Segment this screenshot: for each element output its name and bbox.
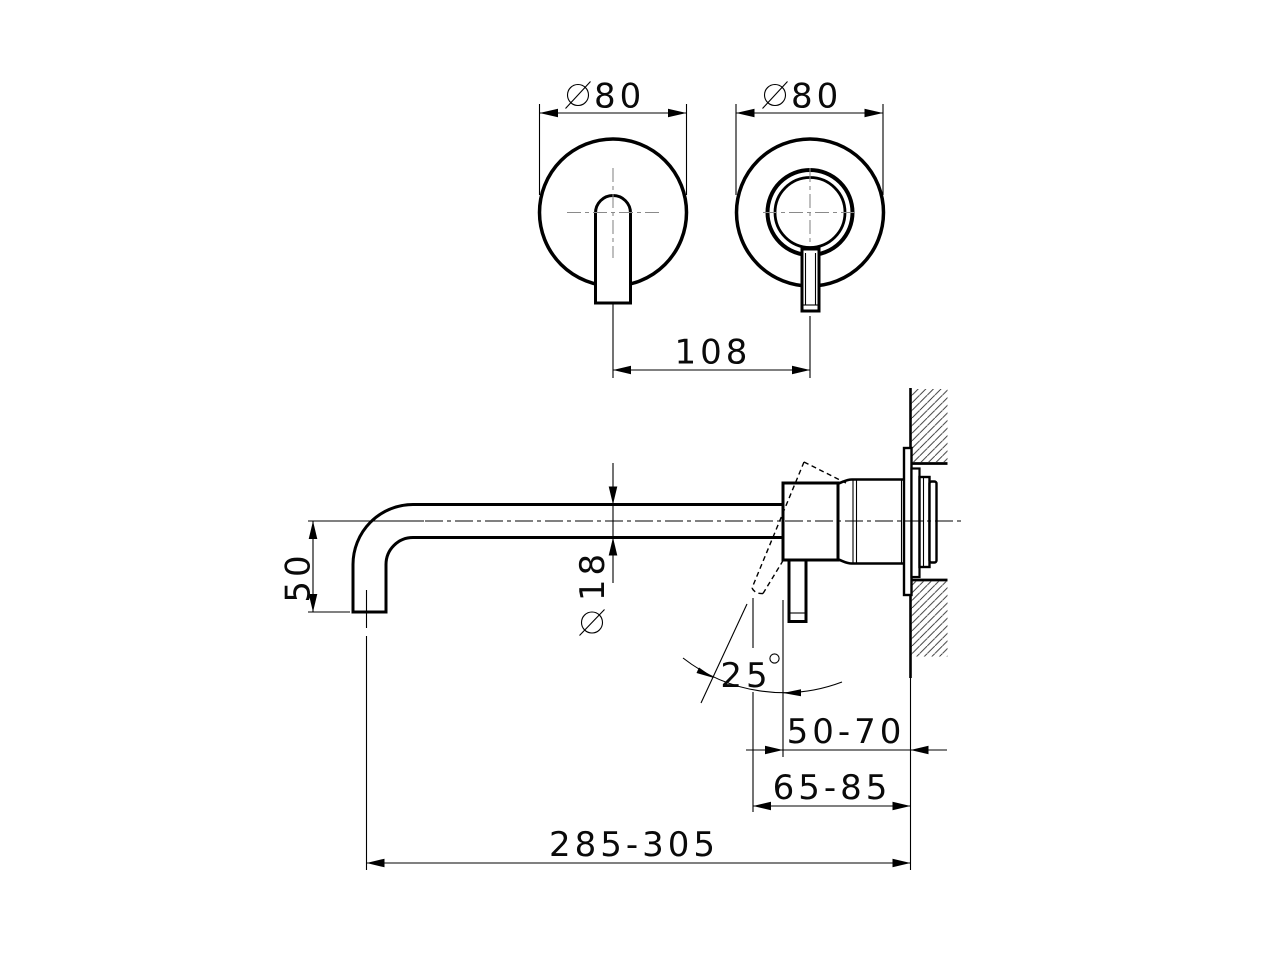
handle-lever-front: [800, 247, 821, 313]
arrowhead-bottom: [308, 594, 318, 612]
degree-symbol-icon: [769, 653, 780, 664]
arrowhead-right: [668, 108, 687, 118]
diameter-symbol-slash: [565, 81, 591, 109]
dimension-label: 50-70: [787, 712, 906, 752]
arrowhead-left: [753, 801, 771, 811]
arrowhead-right: [892, 801, 911, 811]
dimension-label: 25: [720, 656, 771, 696]
dimension-spout-drop: 50: [279, 520, 424, 613]
dimension-center-distance: 108: [613, 333, 810, 375]
spout-bend-inner-arc: [384, 536, 414, 565]
dimension-tube-diameter: 18: [573, 463, 618, 636]
arrowhead-bottom: [608, 537, 618, 556]
dimension-handle-angle: 25: [682, 600, 843, 757]
side-view-wall: [909, 388, 948, 870]
arrowhead-left: [736, 108, 755, 118]
front-view-spout-plate: [537, 137, 689, 378]
arrowhead-left: [765, 745, 783, 755]
phantom-left-edge: [751, 461, 805, 589]
dimension-reach: 285-305: [365, 590, 911, 870]
dimension-plate-right-diameter: 80: [735, 77, 884, 195]
inwall-body-end: [928, 480, 938, 564]
diameter-symbol-icon: [566, 83, 590, 107]
arrowhead-left: [539, 108, 558, 118]
phantom-right-edge: [762, 558, 785, 594]
dimension-label: 285-305: [549, 825, 719, 865]
arrowhead-right: [864, 108, 883, 118]
inwall-body: [918, 475, 931, 569]
arrowhead-right: [792, 365, 810, 375]
phantom-end-cap: [751, 587, 764, 595]
arrowhead-top: [608, 486, 618, 505]
dimension-label: 18: [573, 550, 613, 601]
arrowhead-left: [613, 365, 631, 375]
mounting-flange: [910, 467, 921, 579]
spout-bend-outer-arc: [351, 503, 414, 565]
arrowhead-right: [910, 745, 929, 755]
dimension-depth-handle: 50-70: [746, 712, 947, 755]
diameter-symbol-slash: [762, 81, 788, 109]
dimension-depth-body: 65-85: [752, 598, 911, 812]
diameter-symbol-icon: [580, 611, 604, 634]
arrowhead-left: [696, 667, 714, 678]
wall-hatching-bottom: [911, 581, 948, 657]
front-view-handle-plate: [734, 137, 886, 378]
handle-phantom-open-position: [751, 461, 847, 595]
wall-hatching-top: [911, 389, 948, 462]
dimension-label: 80: [594, 77, 645, 117]
dimension-label: 80: [791, 77, 842, 117]
arrowhead-top: [308, 521, 318, 539]
side-view-fixture: [351, 446, 962, 623]
arrowhead-right: [892, 858, 911, 868]
diameter-symbol-slash: [579, 609, 605, 636]
dimension-label: 50: [279, 551, 319, 602]
arrowhead-right: [783, 689, 801, 697]
dimension-label: 108: [675, 333, 752, 373]
phantom-top-edge: [803, 461, 847, 484]
arrowhead-left: [366, 858, 385, 868]
angle-ray-tilted: [700, 603, 748, 704]
handle-lever-side: [787, 558, 808, 623]
dimension-plate-left-diameter: 80: [538, 77, 688, 195]
dimension-label: 65-85: [773, 768, 892, 808]
diameter-symbol-icon: [763, 83, 787, 107]
